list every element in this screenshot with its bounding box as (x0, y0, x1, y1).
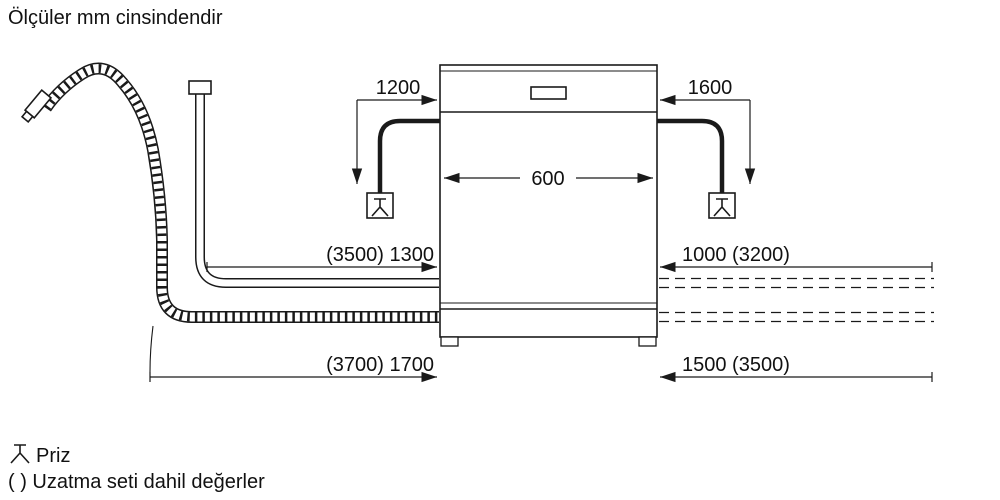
dimension-3700-1700: (3700) 1700 (149, 325, 437, 383)
dimension-3500-1300: (3500) 1300 (206, 244, 437, 273)
dimension-3500-1300-label: (3500) 1300 (326, 244, 434, 266)
socket-symbol-right (708, 192, 736, 219)
foot-left (440, 336, 459, 347)
legend-note: ( ) Uzatma seti dahil değerler (8, 471, 265, 493)
legend-socket-label: Priz (36, 445, 70, 467)
dashed-hose-continuation (659, 277, 934, 323)
dimension-1000-3200-label: 1000 (3200) (682, 244, 790, 266)
foot-right (638, 336, 657, 347)
power-cord-left (377, 118, 440, 193)
power-cord-right (657, 118, 725, 193)
dimension-600: 600 (444, 168, 653, 190)
supply-hose (188, 80, 439, 288)
dimension-1500-3500-label: 1500 (3500) (682, 354, 790, 376)
dimension-1600-label: 1600 (688, 77, 733, 99)
supply-hose-fitting-icon (188, 80, 212, 95)
dimension-1500-3500: 1500 (3500) (660, 354, 933, 383)
page-title: Ölçüler mm cinsindendir (8, 7, 223, 29)
socket-icon (10, 444, 30, 464)
socket-icon (371, 198, 389, 217)
dimension-1200-label: 1200 (376, 77, 421, 99)
dimension-1600: 1600 (660, 77, 756, 184)
dimension-1000-3200: 1000 (3200) (660, 244, 933, 273)
dimension-600-label: 600 (531, 168, 564, 190)
dishwasher (439, 64, 658, 347)
control-display (530, 86, 567, 100)
legend: Priz ( ) Uzatma seti dahil değerler (8, 444, 265, 493)
socket-icon (713, 198, 731, 217)
dimension-1200: 1200 (351, 77, 437, 184)
socket-symbol-left (366, 192, 394, 219)
dimension-3700-1700-label: (3700) 1700 (326, 354, 434, 376)
drain-hose-connector-icon (20, 89, 53, 124)
drain-hose (20, 62, 439, 323)
